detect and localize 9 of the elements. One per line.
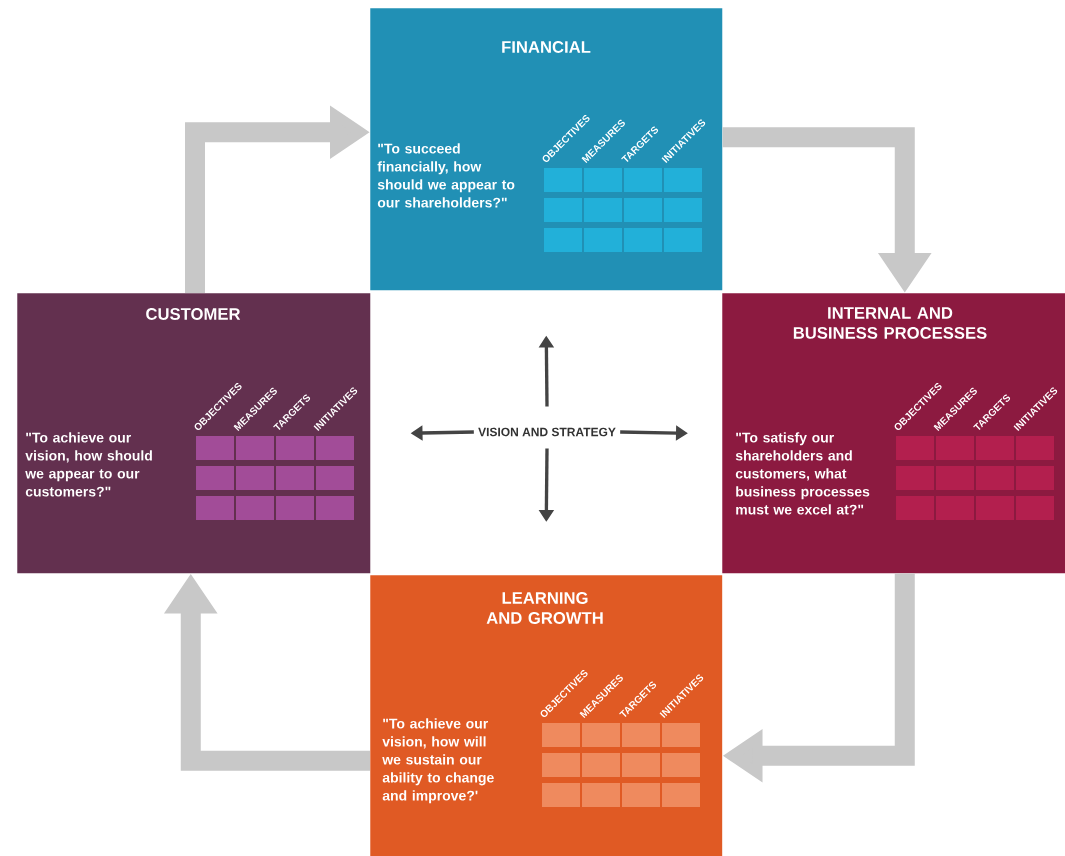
box-title: INTERNAL AND BUSINESS PROCESSES — [793, 307, 987, 339]
center-label: VISION AND STRATEGY — [478, 427, 616, 437]
question-text: "To achieve our vision, how should we appear to our customers?" — [25, 432, 152, 497]
box-title: FINANCIAL — [502, 41, 591, 53]
box-title: LEARNING AND GROWTH — [486, 592, 603, 624]
question-text: "To achieve our vision, how will we sustain our ability to change and improve?' — [382, 718, 494, 804]
question-text: "To satisfy our shareholders and customers, what business processes must we excel at?" — [735, 432, 870, 515]
box-title: CUSTOMER — [146, 308, 241, 320]
question-text: "To succeed financially, how should we appear to our shareholders?" — [377, 143, 515, 208]
